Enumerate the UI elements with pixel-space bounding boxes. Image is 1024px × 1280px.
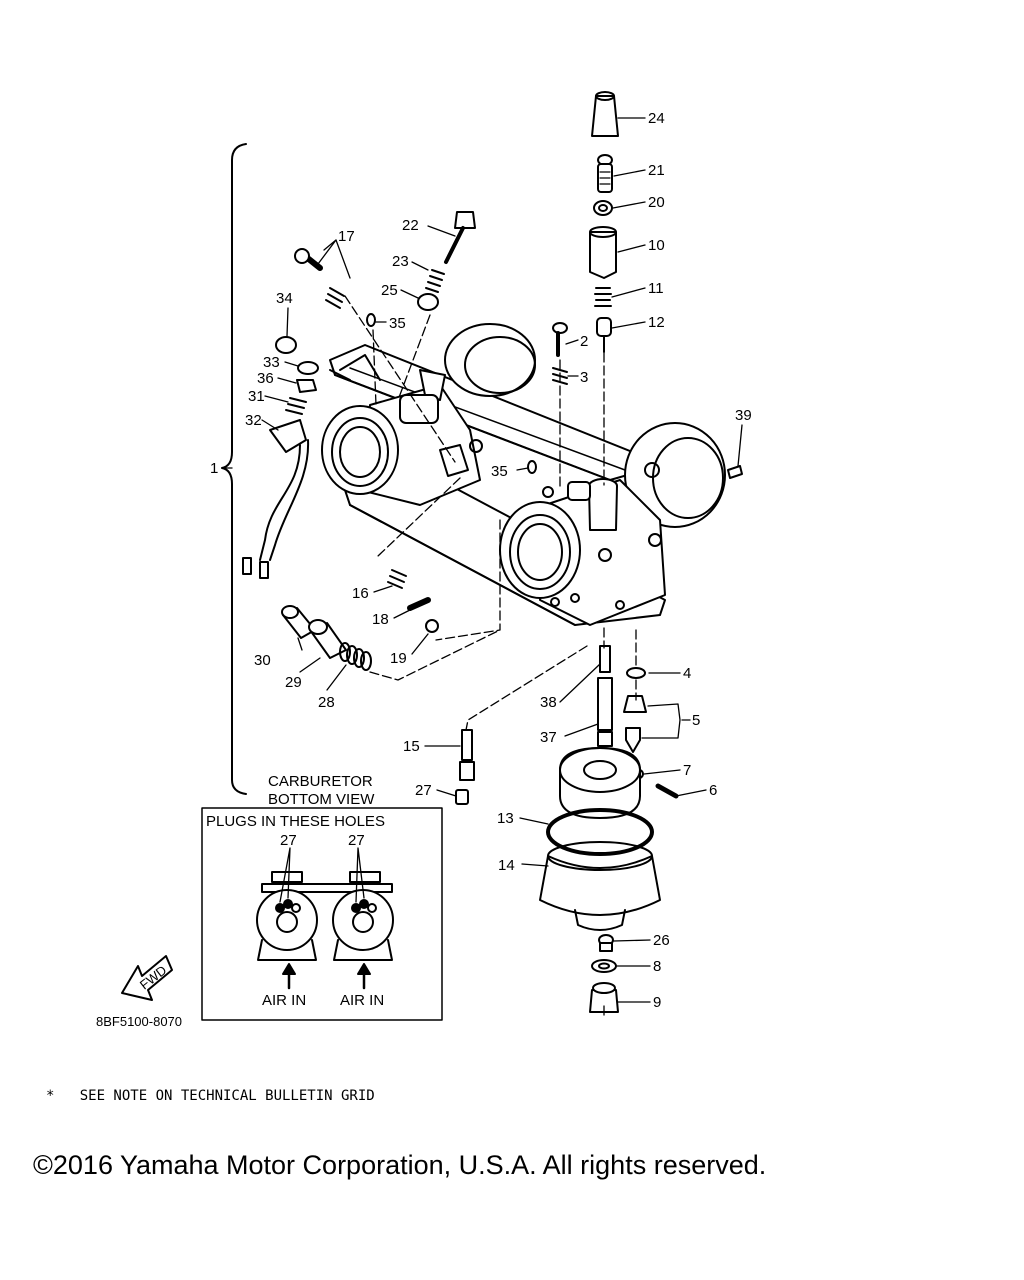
- part-label: 26: [653, 932, 670, 949]
- part-label: 31: [248, 388, 265, 405]
- part-label: 13: [497, 810, 514, 827]
- inset-callout-left: 27: [280, 832, 297, 849]
- part-label: 27: [415, 782, 432, 799]
- part-label: 18: [372, 611, 389, 628]
- bottom-view-inset: [201, 807, 443, 1021]
- part-label: 35: [389, 315, 406, 332]
- left-parts: [242, 211, 476, 671]
- part-label: 7: [683, 762, 691, 779]
- part-label: 24: [648, 110, 665, 127]
- inset-title-line1: CARBURETOR: [268, 773, 373, 790]
- part-label: 37: [540, 729, 557, 746]
- part-label: 34: [276, 290, 293, 307]
- inset-text: CARBURETOR BOTTOM VIEW PLUGS IN THESE HO…: [206, 773, 385, 1009]
- group-label: 1: [210, 460, 218, 477]
- carburetor-body: [321, 323, 726, 626]
- assembly-lines: [344, 295, 637, 1016]
- float-bowl: [539, 747, 661, 1013]
- part-label: 8: [653, 958, 661, 975]
- diagram-code: 8BF5100-8070: [96, 1014, 182, 1029]
- needle-valve-stack: [589, 91, 619, 353]
- part-label: 9: [653, 994, 661, 1011]
- part-label: 29: [285, 674, 302, 691]
- fwd-arrow-icon: [121, 955, 173, 1001]
- part-label: 36: [257, 370, 274, 387]
- technical-bulletin-note: * SEE NOTE ON TECHNICAL BULLETIN GRID: [46, 1088, 375, 1104]
- part-label: 4: [683, 665, 691, 682]
- part-label: 28: [318, 694, 335, 711]
- part-label: 12: [648, 314, 665, 331]
- part-label: 39: [735, 407, 752, 424]
- part-label: 25: [381, 282, 398, 299]
- part-label: 17: [338, 228, 355, 245]
- inset-box-title: PLUGS IN THESE HOLES: [206, 813, 385, 830]
- air-in-left: AIR IN: [262, 992, 306, 1009]
- part-label: 10: [648, 237, 665, 254]
- part-label: 16: [352, 585, 369, 602]
- part-label: 15: [403, 738, 420, 755]
- part-label: 33: [263, 354, 280, 371]
- part-label: 21: [648, 162, 665, 179]
- part-label: 11: [648, 280, 664, 297]
- copyright-notice: ©2016 Yamaha Motor Corporation, U.S.A. A…: [33, 1150, 767, 1180]
- inset-title-line2: BOTTOM VIEW: [268, 791, 375, 808]
- part-label-group: 24 21 20 10 11 12 2 3 17 22 23 25 35 34 …: [210, 110, 752, 1011]
- part-label: 3: [580, 369, 588, 386]
- air-in-right: AIR IN: [340, 992, 384, 1009]
- part-label: 20: [648, 194, 665, 211]
- part-label: 5: [692, 712, 700, 729]
- part-label: 14: [498, 857, 515, 874]
- assembly-bracket: [221, 143, 247, 795]
- part-label: 6: [709, 782, 717, 799]
- part-label: 30: [254, 652, 271, 669]
- part-label: 2: [580, 333, 588, 350]
- part-label: 38: [540, 694, 557, 711]
- part-label: 19: [390, 650, 407, 667]
- part-label: 23: [392, 253, 409, 270]
- part-label: 32: [245, 412, 262, 429]
- part-label: 22: [402, 217, 419, 234]
- middle-parts: [455, 322, 743, 805]
- part-label: 35: [491, 463, 508, 480]
- inset-callout-right: 27: [348, 832, 365, 849]
- leader-lines: [224, 117, 743, 1003]
